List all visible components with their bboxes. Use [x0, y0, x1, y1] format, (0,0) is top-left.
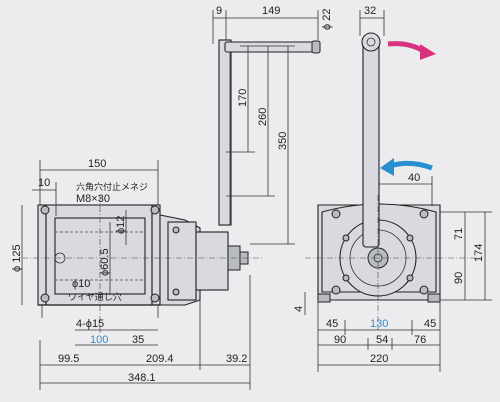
dim-45-left: 45	[326, 318, 338, 330]
dim-220: 220	[370, 353, 388, 365]
front-view	[305, 32, 478, 330]
dim-4: 4	[293, 306, 305, 312]
bolt-icon	[419, 209, 429, 219]
dim-45-right: 45	[424, 318, 436, 330]
bolt-icon	[40, 205, 50, 215]
handle-grip-end	[311, 40, 321, 54]
magenta-curved-arrow-icon	[387, 41, 427, 55]
dim-39-2: 39.2	[226, 353, 247, 365]
bolt-icon	[40, 293, 50, 303]
side-view	[22, 39, 321, 335]
dim-40: 40	[408, 172, 420, 184]
blue-arrowhead-icon	[380, 158, 394, 176]
dim-9: 9	[216, 5, 222, 17]
hub	[195, 231, 229, 291]
note-hex-socket: 六角穴付止メネジ	[76, 181, 148, 193]
dim-76: 76	[414, 334, 426, 346]
dim-209-4: 209.4	[146, 353, 174, 365]
dim-holes: 4-ϕ15	[76, 318, 104, 330]
bolt-icon	[150, 293, 160, 303]
note-wire-hole: ワイヤ通し穴	[68, 291, 122, 303]
dim-35: 35	[132, 334, 144, 346]
dim-phi60-5: ϕ60.5	[99, 248, 111, 276]
dim-10: 10	[38, 177, 50, 189]
dim-90-bottom: 90	[334, 334, 346, 346]
dim-100: 100	[90, 334, 108, 346]
dim-phi12: ϕ12	[115, 216, 127, 234]
note-screw: M8×30	[76, 193, 110, 205]
dim-150: 150	[88, 158, 106, 170]
side-view-dimensions	[21, 10, 319, 390]
bolt-icon	[331, 209, 341, 219]
dim-phi125: ϕ 125	[11, 244, 23, 272]
dim-174: 174	[473, 244, 485, 262]
dim-71: 71	[453, 228, 465, 240]
dim-phi10: ϕ10	[72, 278, 90, 290]
dim-54: 54	[376, 334, 388, 346]
bolt-icon	[331, 285, 341, 295]
dim-170: 170	[237, 89, 249, 107]
dim-90-vertical: 90	[453, 272, 465, 284]
handle-grip	[224, 41, 316, 53]
handle-arm	[218, 39, 232, 226]
dim-260: 260	[257, 108, 269, 126]
crank-arm	[362, 41, 380, 248]
bolt-icon	[419, 285, 429, 295]
dim-149: 149	[262, 5, 280, 17]
dim-32: 32	[364, 5, 376, 17]
dim-348-1: 348.1	[128, 372, 156, 384]
gear-cover	[167, 221, 197, 301]
dim-350: 350	[277, 132, 289, 150]
dim-130: 130	[370, 318, 388, 330]
crank-top	[361, 32, 381, 52]
dim-99-5: 99.5	[58, 353, 79, 365]
bolt-icon	[150, 205, 160, 215]
front-view-dimensions	[304, 10, 492, 372]
dim-phi22: ϕ 22	[321, 9, 333, 30]
magenta-arrowhead-icon	[420, 44, 436, 60]
blue-curved-arrow-icon	[389, 160, 433, 171]
